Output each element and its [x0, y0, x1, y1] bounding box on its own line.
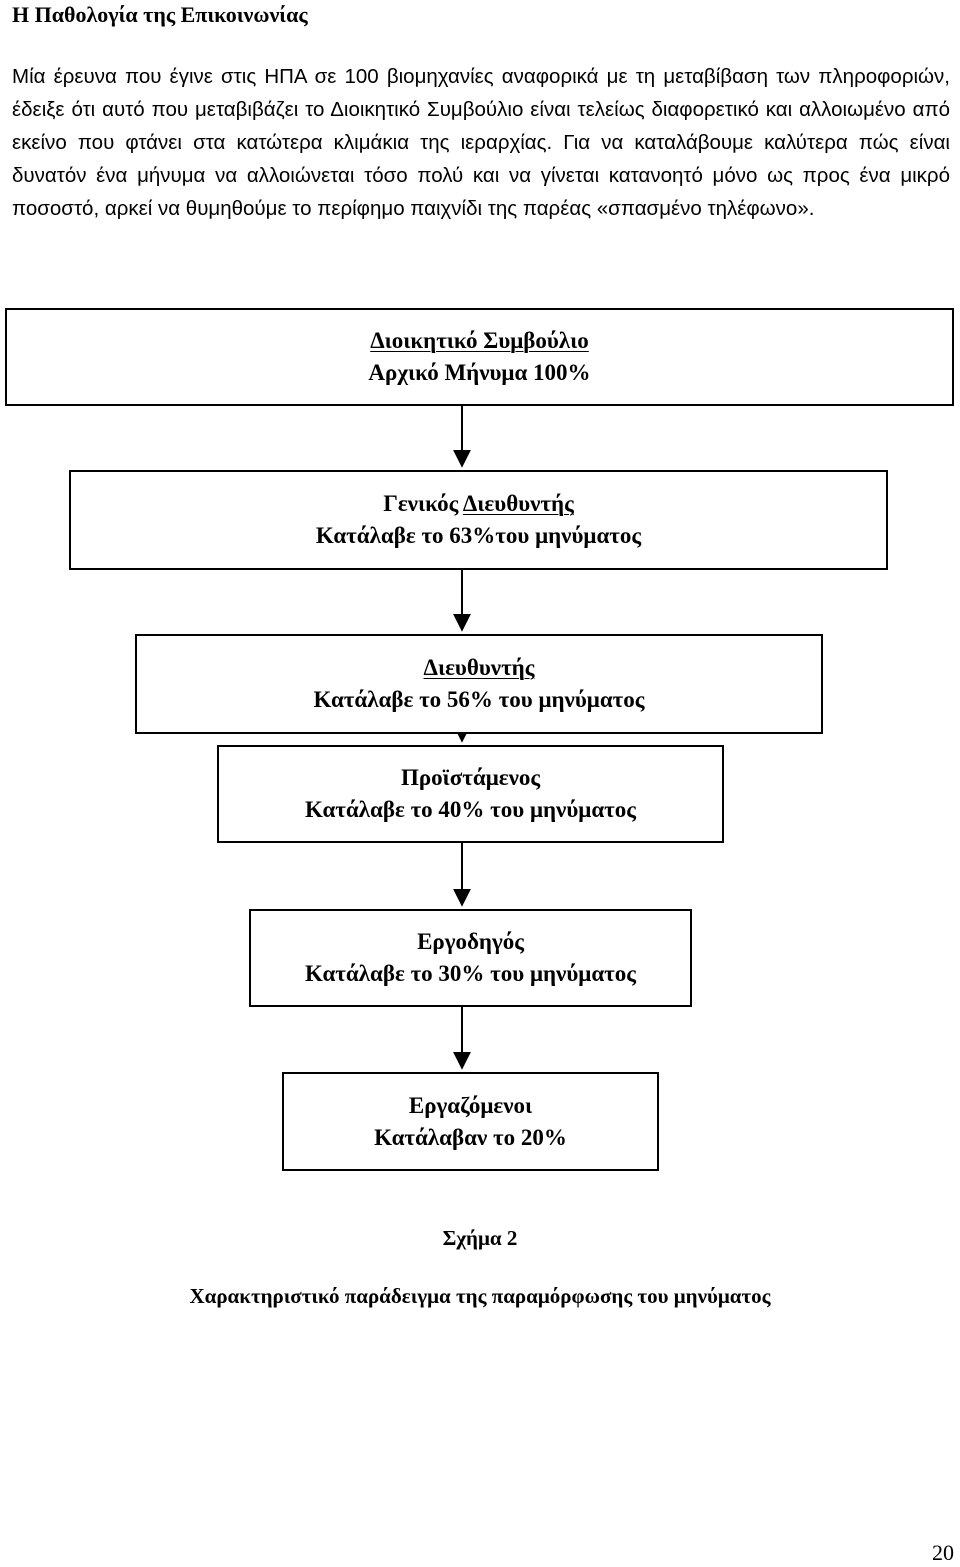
- box-board-of-directors: Διοικητικό Συμβούλιο Αρχικό Μήνυμα 100%: [5, 308, 954, 406]
- box-employees: Εργαζόμενοι Κατάλαβαν το 20%: [282, 1072, 659, 1171]
- box-6-title: Εργαζόμενοι: [408, 1092, 533, 1118]
- box-supervisor: Προϊστάμενος Κατάλαβε το 40% του μηνύματ…: [217, 745, 724, 843]
- figure-label: Σχήμα 2: [442, 1226, 518, 1250]
- box-1-subtitle: Αρχικό Μήνυμα 100%: [368, 360, 591, 385]
- page-number: 20: [932, 1540, 954, 1565]
- box-1-title: Διοικητικό Συμβούλιο: [370, 328, 589, 353]
- box-3-subtitle: Κατάλαβε το 56% του μηνύματος: [313, 687, 645, 712]
- box-3-title: Διευθυντής: [423, 655, 535, 680]
- box-2-title: Γενικός Διευθυντής: [383, 488, 574, 520]
- box-5-subtitle: Κατάλαβε το 30% του μηνύματος: [305, 961, 636, 986]
- box-6-subtitle: Κατάλαβαν το 20%: [374, 1124, 567, 1150]
- box-4-title: Προϊστάμενος: [400, 765, 541, 790]
- box-director: Διευθυντής Κατάλαβε το 56% του μηνύματος: [135, 634, 823, 734]
- box-2-subtitle: Κατάλαβε το 63%του μηνύματος: [315, 523, 642, 548]
- figure-caption: Χαρακτηριστικό παράδειγμα της παραμόρφωσ…: [189, 1284, 771, 1308]
- box-5-title: Εργοδηγός: [417, 929, 524, 954]
- box-2-title-text: Γενικός Διευθυντής: [383, 491, 574, 516]
- box-general-manager: Γενικός Διευθυντής Κατάλαβε το 63%του μη…: [69, 470, 888, 570]
- box-foreman: Εργοδηγός Κατάλαβε το 30% του μηνύματος: [249, 909, 692, 1007]
- box-2-title-underlined: Διευθυντής: [462, 491, 574, 516]
- box-4-subtitle: Κατάλαβε το 40% του μηνύματος: [305, 797, 636, 822]
- section-heading: Η Παθολογία της Επικοινωνίας: [12, 2, 308, 27]
- body-paragraph: Μία έρευνα που έγινε στις ΗΠΑ σε 100 βιο…: [12, 65, 950, 220]
